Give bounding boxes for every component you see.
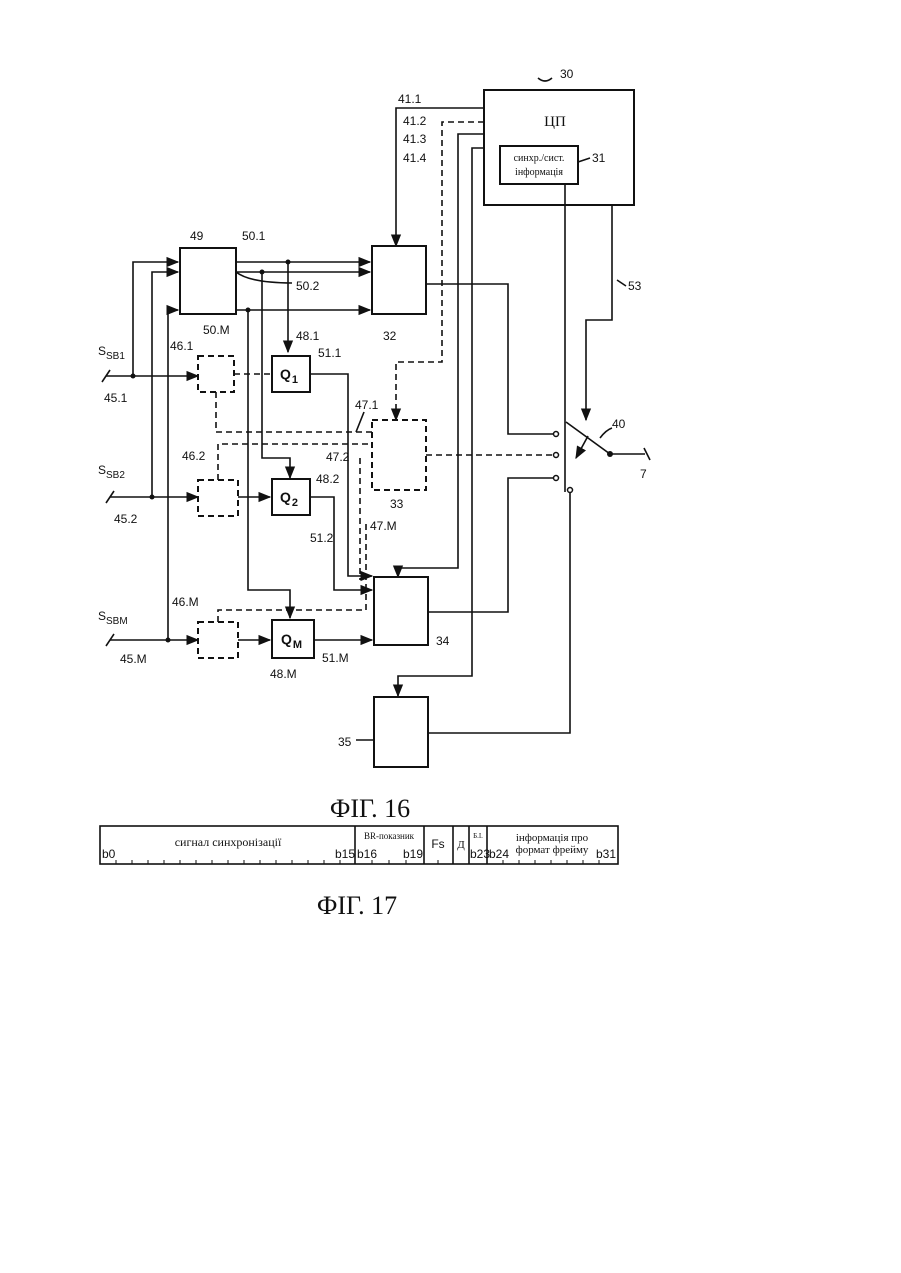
bitrate-verticals: [248, 262, 290, 618]
cpu-title: ЦП: [544, 114, 566, 130]
encoder-35-label: 35: [338, 735, 352, 749]
input-signal-label: SSB1: [98, 344, 125, 362]
control-line-labels: 41.1 41.2 41.3 41.4: [398, 92, 427, 165]
switch-40: 40 7: [554, 417, 651, 493]
encoder-34-label: 34: [436, 634, 450, 648]
sync-ref-label: 31: [592, 151, 606, 165]
dashed-line-label: 47.M: [370, 519, 397, 533]
cpu-ref-leader: [538, 78, 552, 81]
sync-block-line2: інформація: [515, 167, 563, 178]
control-line-label: 41.4: [403, 151, 427, 165]
field-sync-bit-end: b15: [335, 847, 355, 861]
dashed-block-label: 46.M: [172, 595, 199, 609]
switch-ref-label: 40: [612, 417, 626, 431]
figure-17-caption: ФІГ. 17: [317, 891, 397, 920]
encoder-32-label: 32: [383, 329, 397, 343]
cpu-block: ЦП синхр./сист. інформація 30 31: [484, 67, 634, 205]
input-row-2: SSB2 45.2 46.2 Q2 48.2 51.2 47.2: [98, 272, 372, 590]
line-50-2-label: 50.2: [296, 279, 320, 293]
field-frame-info-bit-start: b24: [489, 847, 509, 861]
control-line-label: 41.2: [403, 114, 427, 128]
quantizer-ref-label: 48.1: [296, 329, 320, 343]
line-53: [586, 205, 612, 420]
quantizer-ref-label: 48.M: [270, 667, 297, 681]
field-frame-info-line2: формат фрейму: [516, 844, 589, 856]
figure-16-caption: ФІГ. 16: [330, 794, 410, 823]
field-frame-info-line1: інформація про: [516, 832, 589, 844]
encoder-32: 32: [372, 246, 554, 434]
field-br-label: BR-показник: [364, 831, 415, 841]
out-line-label: 51.2: [310, 531, 334, 545]
cpu-ref-label: 30: [560, 67, 574, 81]
quantizer-ref-label: 48.2: [316, 472, 340, 486]
input-terminal-label: 45.2: [114, 512, 138, 526]
block-49-label: 49: [190, 229, 204, 243]
input-terminal-label: 45.M: [120, 652, 147, 666]
input-row-1: SSB1 45.1 46.1 Q1 48.1 51.1 47.1: [98, 262, 379, 576]
input-signal-label: SSBM: [98, 609, 128, 627]
line-50-1-label: 50.1: [242, 229, 266, 243]
dashed-block-label: 46.2: [182, 449, 206, 463]
field-d-label: Д: [457, 839, 465, 851]
dashed-block-label: 46.1: [170, 339, 194, 353]
field-frame-info-bit-end: b31: [596, 847, 616, 861]
dashed-line-label: 47.1: [355, 398, 379, 412]
field-br-bit-end: b19: [403, 847, 423, 861]
cpu-output-lines: 53: [565, 184, 642, 492]
dashed-line-label: 47.2: [326, 450, 350, 464]
encoder-33-label: 33: [390, 497, 404, 511]
field-fs-label: Fs: [431, 837, 444, 851]
frame-header-diagram: сигнал синхронізації b0 b15 BR-показник …: [100, 826, 618, 864]
line-53-label: 53: [628, 279, 642, 293]
out-line-label: 51.1: [318, 346, 342, 360]
field-sync-label: сигнал синхронізації: [175, 835, 282, 849]
field-bi-bit-end: b23: [470, 847, 490, 861]
control-line-label: 41.1: [398, 92, 422, 106]
switch-output-label: 7: [640, 467, 647, 481]
input-signal-label: SSB2: [98, 463, 125, 481]
out-line-label: 51.M: [322, 651, 349, 665]
line-50-M-label: 50.M: [203, 323, 230, 337]
sync-block-line1: синхр./сист.: [514, 153, 565, 164]
block-49: 49: [180, 229, 236, 314]
field-sync-bit-start: b0: [102, 847, 116, 861]
input-terminal-label: 45.1: [104, 391, 128, 405]
field-br-bit-start: b16: [357, 847, 377, 861]
encoder-35: 35: [338, 492, 570, 767]
field-bi-label: Б.І.: [473, 832, 483, 840]
control-line-label: 41.3: [403, 132, 427, 146]
